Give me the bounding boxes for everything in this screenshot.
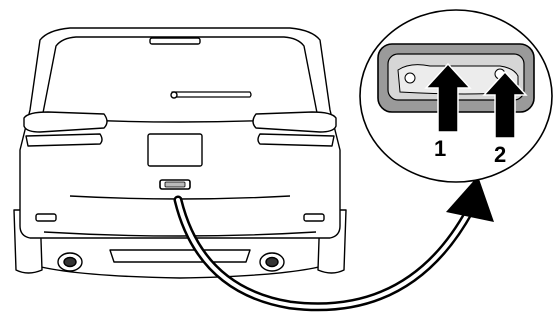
third-brake-light: [150, 38, 200, 44]
rear-wiper: [172, 92, 251, 97]
left-tail-light: [24, 112, 107, 132]
right-tail-light-lower: [258, 134, 334, 146]
rear-window: [42, 37, 318, 122]
callout-number-1: 1: [434, 136, 446, 161]
right-tail-light: [253, 112, 336, 132]
handle-button-left: [405, 73, 415, 83]
license-plate-area: [148, 134, 202, 166]
left-exhaust-inner: [64, 258, 76, 267]
callout-number-2: 2: [494, 142, 506, 167]
left-reflector: [36, 214, 56, 221]
right-exhaust-inner: [266, 258, 278, 267]
right-reflector: [304, 214, 324, 221]
liftgate-handle-small-inner: [165, 182, 185, 187]
left-tail-light-lower: [26, 134, 102, 146]
detail-callout: 1 2: [360, 10, 552, 182]
wiper-pivot: [171, 92, 177, 98]
arrow-head: [446, 176, 494, 222]
vehicle-rear-illustration: [14, 28, 346, 278]
